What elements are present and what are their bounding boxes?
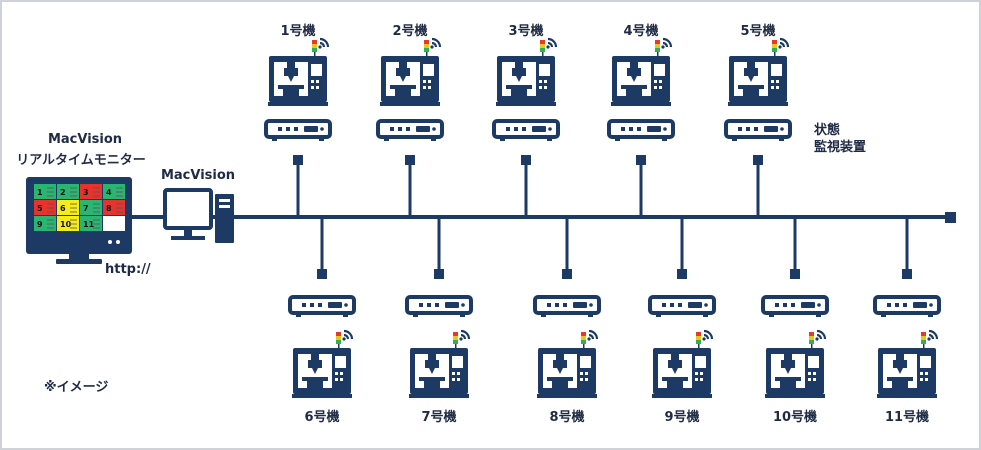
pc-label: MacVision <box>160 168 236 183</box>
monitor-tile-number: 5 <box>37 204 43 213</box>
machine-label-top: 5号機 <box>740 24 776 39</box>
status-monitor-device-icon <box>873 295 941 317</box>
cnc-machine-icon <box>409 329 471 398</box>
signal-tower-icon <box>424 40 429 44</box>
wifi-icon <box>546 37 558 49</box>
machine-label-top: 3号機 <box>508 24 544 39</box>
wifi-icon <box>430 37 442 49</box>
machine-label-bottom: 6号機 <box>304 410 340 425</box>
cnc-machine-icon <box>292 329 354 398</box>
signal-tower-icon <box>696 332 701 336</box>
signal-tower-icon <box>655 40 660 44</box>
network-bus-terminator <box>945 212 956 223</box>
monitor-title-line1: MacVision <box>47 132 123 147</box>
wifi-icon <box>702 329 714 341</box>
cnc-machine-icon <box>877 329 939 398</box>
cnc-machine-icon <box>611 37 673 106</box>
status-monitor-device-icon <box>607 119 675 141</box>
machine-label-top: 1号機 <box>280 24 316 39</box>
monitor-protocol: http:// <box>105 262 151 277</box>
monitor-tile-number: 8 <box>106 204 112 213</box>
monitor-tile-number: 9 <box>37 220 43 229</box>
signal-tower-icon <box>336 332 341 336</box>
monitor-title-line2: リアルタイムモニター <box>16 153 146 168</box>
machine-label-bottom: 10号機 <box>772 410 818 425</box>
note-label: ※イメージ <box>44 380 109 395</box>
cnc-machine-icon <box>652 329 714 398</box>
pc-icon <box>163 188 234 243</box>
monitor-tile-number: 10 <box>60 220 72 229</box>
signal-tower-icon <box>540 40 545 44</box>
machine-label-top: 2号機 <box>392 24 428 39</box>
signal-tower-icon <box>921 332 926 336</box>
wifi-icon <box>587 329 599 341</box>
machine-label-bottom: 7号機 <box>421 410 457 425</box>
monitor-icon: 1 2 3 4 5 6 7 8 9 10 11 <box>26 177 132 264</box>
wifi-icon <box>459 329 471 341</box>
cnc-machine-icon <box>537 329 599 398</box>
status-monitor-device-icon <box>648 295 716 317</box>
monitor-tile <box>103 216 125 231</box>
signal-tower-icon <box>809 332 814 336</box>
monitor-tile-number: 7 <box>83 204 89 213</box>
status-monitor-device-icon <box>405 295 473 317</box>
cnc-machine-icon <box>268 37 330 106</box>
status-monitor-device-icon <box>376 119 444 141</box>
monitor-tile-number: 6 <box>60 204 66 213</box>
wifi-icon <box>927 329 939 341</box>
status-monitor-device-icon <box>288 295 356 317</box>
status-monitor-device-icon <box>533 295 601 317</box>
status-device-label-line1: 状態 <box>814 123 841 138</box>
machine-label-bottom: 9号機 <box>664 410 700 425</box>
cnc-machine-icon <box>765 329 827 398</box>
wifi-icon <box>815 329 827 341</box>
status-monitor-device-icon <box>264 119 332 141</box>
status-monitor-device-icon <box>724 119 792 141</box>
monitor-tile-number: 2 <box>60 188 66 197</box>
signal-tower-icon <box>581 332 586 336</box>
cnc-machine-icon <box>728 37 790 106</box>
cnc-machine-icon <box>380 37 442 106</box>
wifi-icon <box>778 37 790 49</box>
machine-label-bottom: 11号機 <box>884 410 930 425</box>
wifi-icon <box>318 37 330 49</box>
status-device-label-line2: 監視装置 <box>814 140 867 155</box>
machine-label-top: 4号機 <box>623 24 659 39</box>
monitor-tile-number: 11 <box>83 220 95 229</box>
cnc-machine-icon <box>496 37 558 106</box>
wifi-icon <box>342 329 354 341</box>
status-monitor-device-icon <box>492 119 560 141</box>
signal-tower-icon <box>772 40 777 44</box>
monitor-tile-number: 3 <box>83 188 89 197</box>
machine-label-bottom: 8号機 <box>549 410 585 425</box>
signal-tower-icon <box>453 332 458 336</box>
wifi-icon <box>661 37 673 49</box>
status-monitor-device-icon <box>761 295 829 317</box>
monitor-tile-number: 1 <box>37 188 43 197</box>
monitor-tile-number: 4 <box>106 188 112 197</box>
signal-tower-icon <box>312 40 317 44</box>
